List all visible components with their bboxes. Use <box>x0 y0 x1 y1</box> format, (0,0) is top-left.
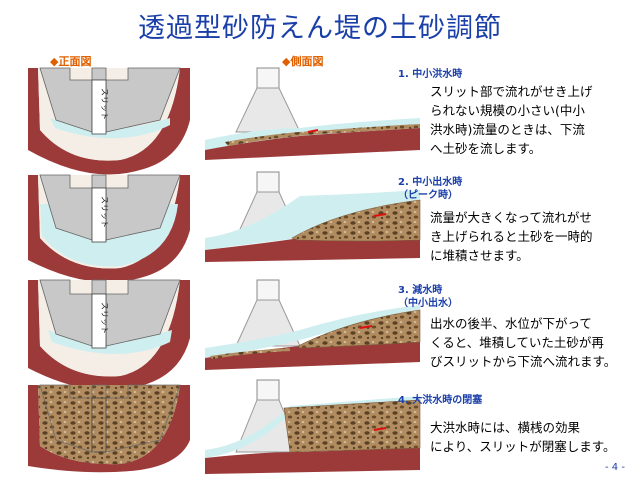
front-view-header: ◆正面図 <box>50 55 92 68</box>
riverbed <box>205 128 420 160</box>
side-view-header: ◆側面図 <box>282 55 324 68</box>
ground-section <box>28 68 190 175</box>
dam-profile <box>235 87 301 133</box>
sediment <box>297 309 421 349</box>
flow-arrow <box>373 213 387 217</box>
slit <box>91 293 107 349</box>
slit-label: スリット <box>100 88 109 120</box>
ground-section <box>28 385 190 473</box>
sediment <box>283 399 421 453</box>
dam-crown <box>256 67 280 89</box>
riverbed <box>205 448 420 474</box>
body-line: くると、堆積していた土砂が再 <box>430 335 604 350</box>
heading-line: 3. 減水時 <box>398 285 443 296</box>
slit-label: スリット <box>100 196 109 228</box>
heading-line: 1. 中小洪水時 <box>398 69 463 80</box>
step-2-heading: 2. 中小出水時 （ピーク時） <box>398 176 462 202</box>
front-view-step-1: スリット <box>28 67 190 175</box>
body-line: スリット部で流れがせき上げ <box>430 84 593 99</box>
slit <box>91 187 107 243</box>
front-view-step-2: スリット <box>28 174 190 283</box>
step-3-body: 出水の後半、水位が下がって くると、堆積していた土砂が再 びスリットから下流へ流… <box>430 314 616 371</box>
heading-line: （ピーク時） <box>398 190 458 201</box>
heading-line: 2. 中小出水時 <box>398 177 463 188</box>
flow-arrow <box>307 129 319 133</box>
side-view-step-4 <box>205 379 421 474</box>
water <box>205 305 420 358</box>
step-3-heading: 3. 減水時 （中小出水） <box>398 284 458 310</box>
ground-section <box>28 175 190 283</box>
sediment <box>291 199 421 242</box>
heading-line: （中小出水） <box>398 298 458 309</box>
step-4-heading: 4. 大洪水時の閉塞 <box>398 394 482 407</box>
sediment <box>225 124 420 146</box>
page-number: - 4 - <box>605 462 625 473</box>
body-line: へ土砂を流します。 <box>430 141 542 156</box>
water <box>205 190 420 250</box>
body-line: 流量が大きくなって流れがせ <box>430 210 592 225</box>
body-line: により、スリットが閉塞します。 <box>430 439 616 454</box>
side-view-step-3 <box>205 279 421 370</box>
side-view-step-2 <box>205 171 421 262</box>
step-1-heading: 1. 中小洪水時 <box>398 68 462 81</box>
page-title: 透過型砂防えん堤の土砂調節 <box>138 13 502 44</box>
flow-arrow <box>359 325 373 329</box>
body-line: き上げられると土砂を一時的 <box>430 229 593 244</box>
sediment-downstream <box>210 348 290 359</box>
side-view-step-1 <box>205 67 420 160</box>
dam-crown <box>256 171 280 193</box>
flow-arrow <box>373 427 387 431</box>
step-4-body: 大洪水時には、横桟の効果 により、スリットが閉塞します。 <box>430 418 616 456</box>
body-line: 洪水時)流量のときは、下流 <box>430 122 585 137</box>
front-view-step-3: スリット <box>28 279 190 391</box>
ground-section <box>28 280 190 391</box>
front-view-step-4 <box>28 384 190 473</box>
slit <box>91 79 107 135</box>
slit-label: スリット <box>100 302 109 334</box>
body-line: に堆積させます。 <box>430 248 529 263</box>
slit-blocked <box>91 397 107 453</box>
step-1-body: スリット部で流れがせき上げ られない規模の小さい(中小 洪水時)流量のときは、下… <box>430 82 593 158</box>
heading-line: 4. 大洪水時の閉塞 <box>398 395 483 406</box>
dam-crown <box>256 279 280 301</box>
body-line: びスリットから下流へ流れます。 <box>430 354 617 369</box>
dam-crown <box>256 379 280 401</box>
body-line: 出水の後半、水位が下がって <box>430 316 592 331</box>
water <box>50 118 170 139</box>
step-2-body: 流量が大きくなって流れがせ き上げられると土砂を一時的 に堆積させます。 <box>430 208 593 265</box>
body-line: られない規模の小さい(中小 <box>430 103 585 118</box>
body-line: 大洪水時には、横桟の効果 <box>430 420 581 435</box>
